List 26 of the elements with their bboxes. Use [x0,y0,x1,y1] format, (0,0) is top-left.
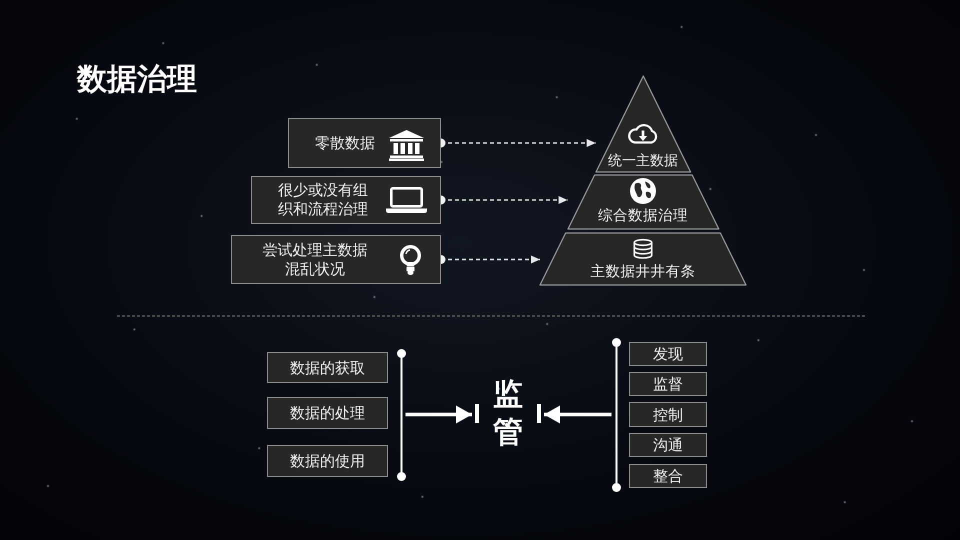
label-text: 很少或没有组织和流程治理 [277,181,369,219]
item-box: 发现 [629,342,707,366]
tier-label: 主数据井井有条 [590,263,696,281]
pyramid-tier [596,76,690,172]
item-box: 沟通 [629,433,707,457]
slide-title: 数据治理 [77,62,197,98]
arrow [406,406,472,424]
pyramid-tier [540,233,746,285]
tier-label: 统一主数据 [608,152,678,170]
label-text: 零散数据 [314,134,376,152]
pyramid-tier [568,175,718,229]
info-box [288,118,441,168]
item-box: 数据的处理 [267,397,388,429]
info-box [231,235,441,284]
tier-label: 综合数据治理 [598,207,688,225]
item-box: 监督 [629,372,707,396]
arrow [544,406,612,424]
bracket [612,338,620,492]
bracket [396,348,406,480]
center-heading: 监管 [472,376,544,452]
item-box: 整合 [629,464,707,488]
label-text: 尝试处理主数据混乱状况 [262,240,368,278]
item-box: 控制 [629,402,707,427]
item-box: 数据的获取 [267,352,388,383]
info-box [251,176,441,224]
item-box: 数据的使用 [267,445,388,477]
